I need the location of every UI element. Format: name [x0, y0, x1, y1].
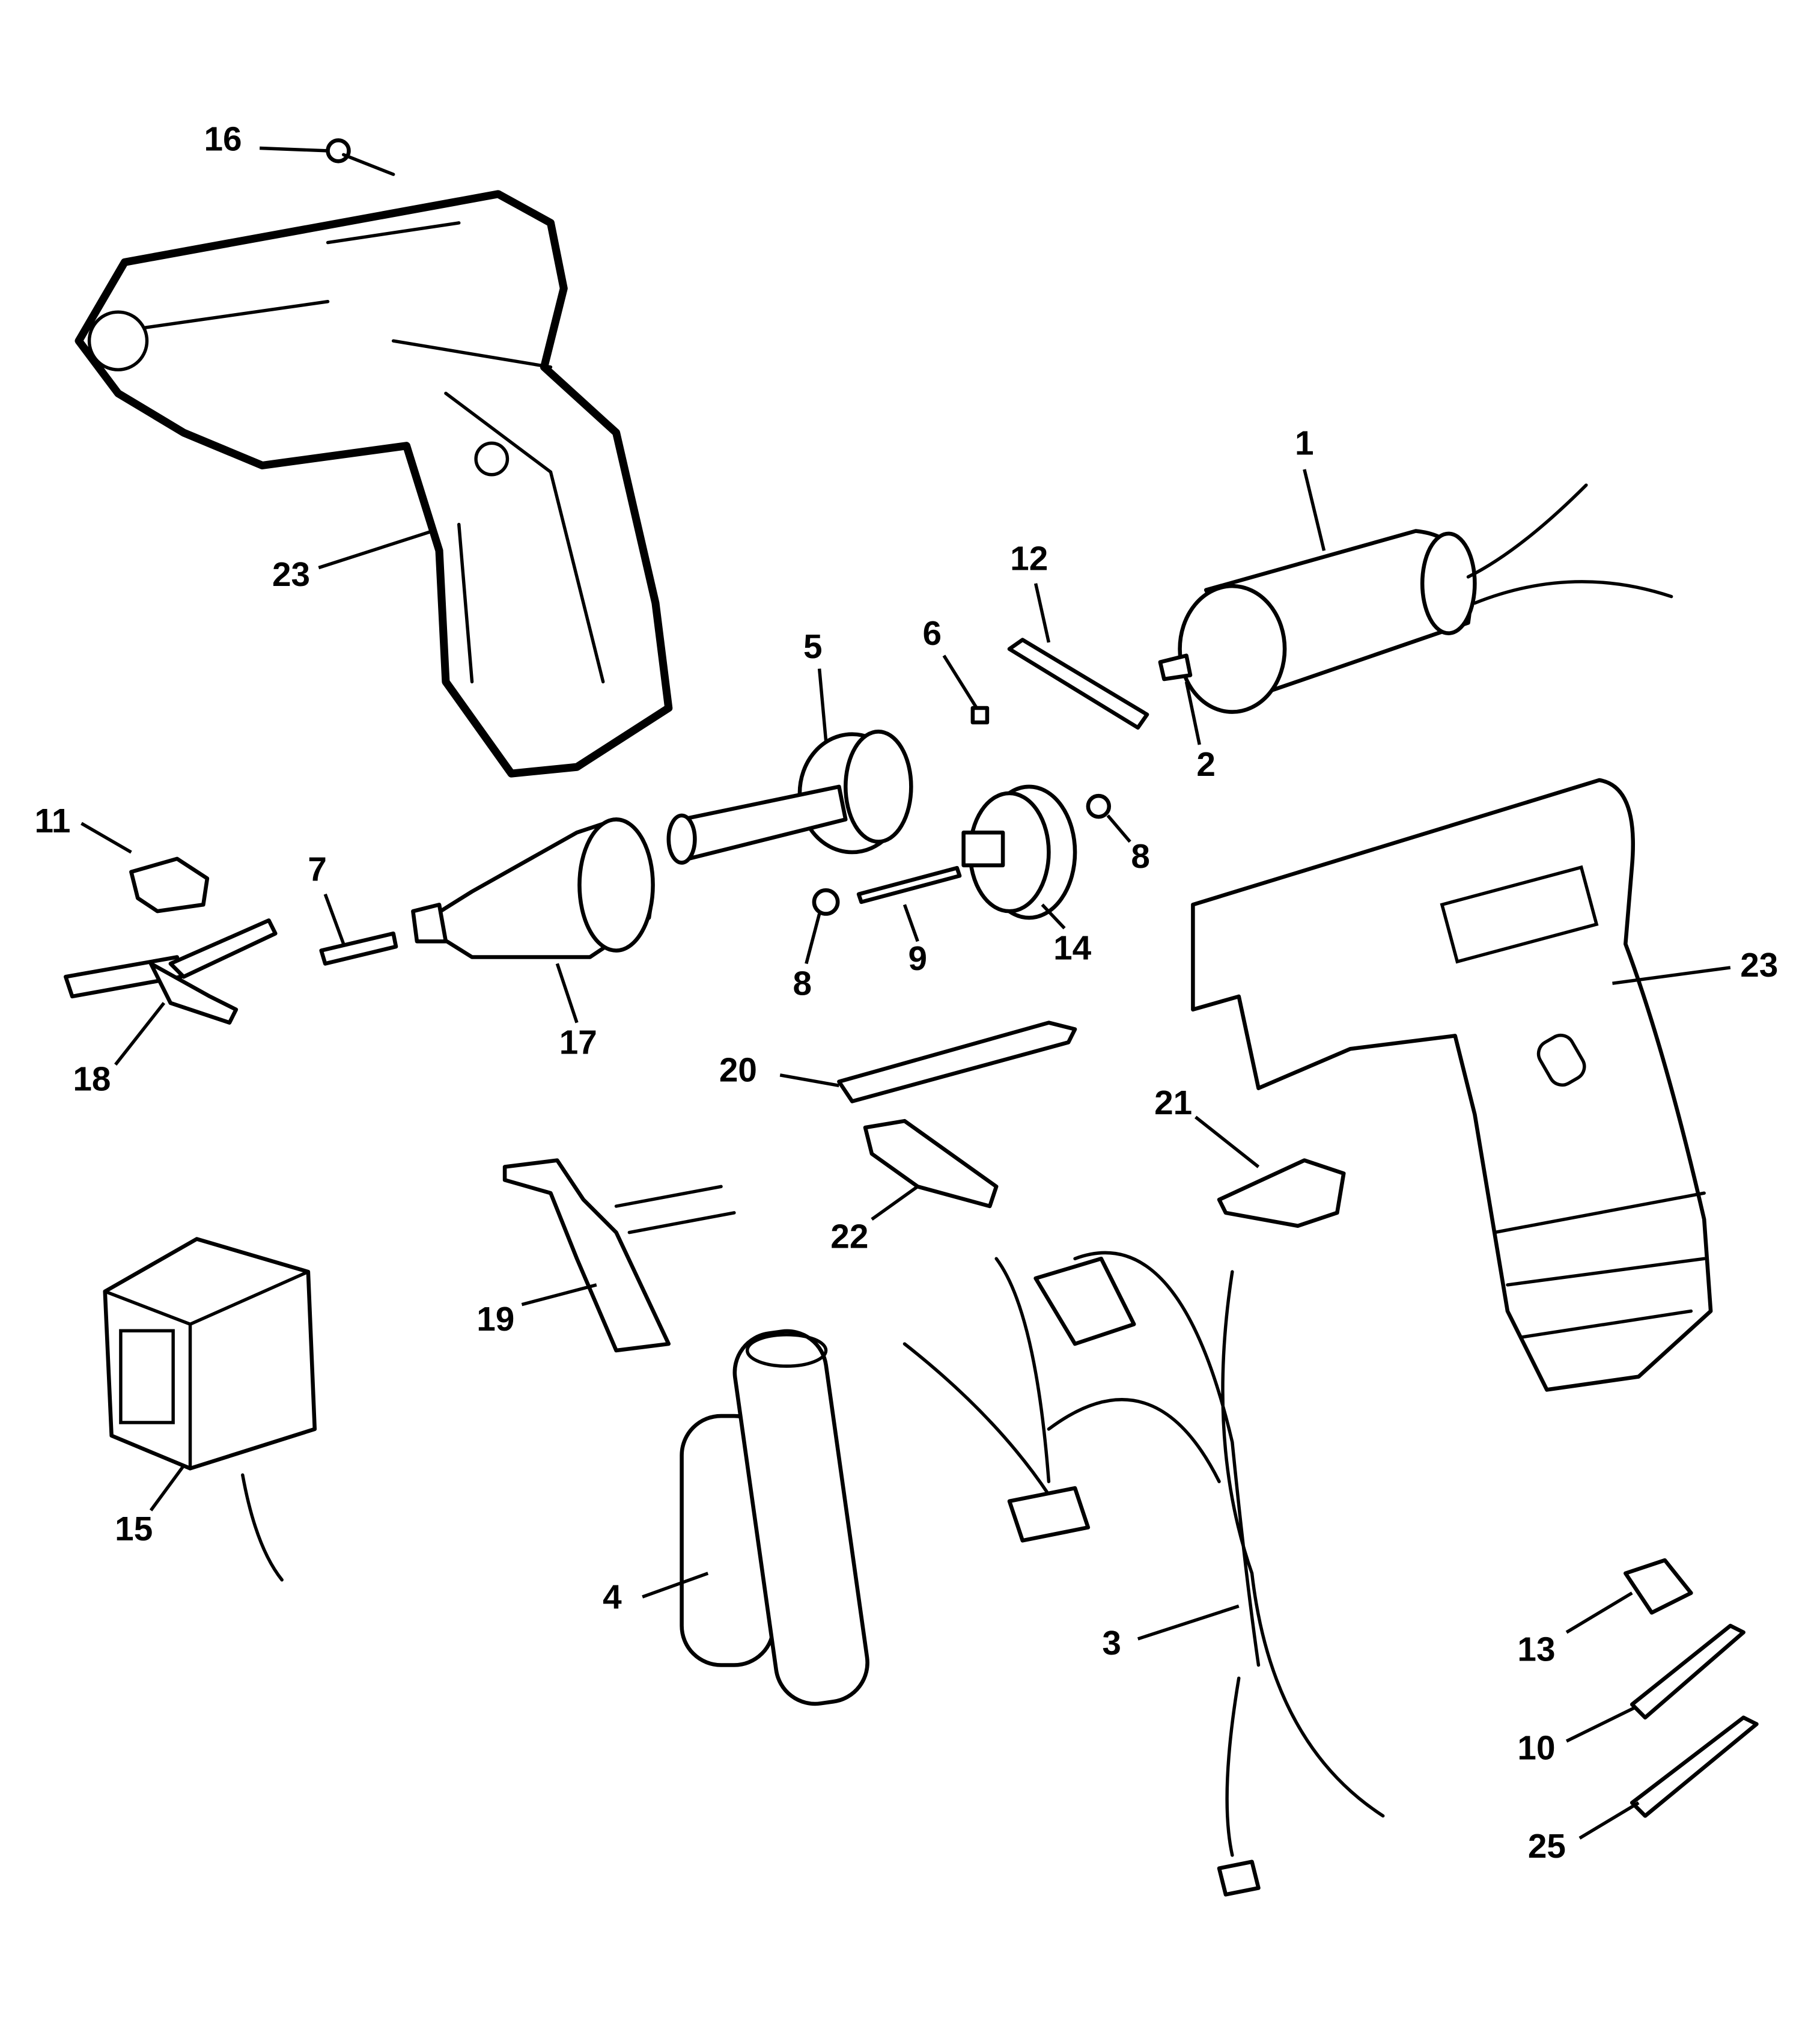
label-21: 21 [1154, 1084, 1192, 1122]
contact-22 [863, 1118, 999, 1209]
ball-8b [812, 888, 840, 916]
spindle-gear-5 [666, 730, 913, 865]
wiring-harness-3 [902, 1251, 1385, 1897]
label-18: 18 [73, 1061, 111, 1099]
chuck-17 [411, 817, 655, 959]
label-25: 25 [1528, 1828, 1566, 1866]
screw-16 [326, 138, 395, 176]
screw-7 [319, 931, 398, 966]
switch-plate-20 [837, 1020, 1077, 1103]
bit-25 [1630, 1715, 1759, 1818]
label-19: 19 [476, 1301, 514, 1338]
label-23-left: 23 [272, 556, 310, 594]
charger-15 [103, 1237, 317, 1582]
leader-lines [81, 146, 1731, 1840]
label-9: 9 [908, 940, 927, 978]
label-3: 3 [1102, 1625, 1121, 1662]
nut-6 [970, 706, 990, 725]
bit-10 [1630, 1623, 1745, 1720]
clip-11 [129, 856, 210, 914]
chuck-key-18 [64, 918, 278, 1025]
label-7: 7 [308, 851, 327, 889]
housing-left-half [75, 190, 673, 778]
label-13: 13 [1517, 1631, 1555, 1669]
label-5: 5 [803, 628, 823, 666]
battery-pack-4 [680, 1329, 869, 1706]
assembled-drill [1191, 778, 1713, 1392]
trigger-19 [502, 1158, 671, 1353]
label-8b: 8 [793, 965, 812, 1002]
label-6: 6 [922, 615, 942, 653]
label-1: 1 [1295, 425, 1314, 463]
part-labels: 16 23 1 12 6 5 2 11 7 8 8 9 14 23 18 17 … [34, 121, 1778, 1866]
label-17: 17 [559, 1024, 597, 1062]
label-22: 22 [830, 1218, 868, 1256]
label-8a: 8 [1131, 838, 1150, 876]
label-4: 4 [603, 1578, 622, 1616]
motor [1158, 483, 1673, 714]
label-10: 10 [1517, 1729, 1555, 1767]
brush-12 [1007, 638, 1149, 730]
label-16: 16 [204, 121, 242, 159]
pin-9 [856, 865, 962, 905]
label-15: 15 [115, 1510, 153, 1548]
label-14: 14 [1053, 930, 1092, 968]
label-12: 12 [1010, 540, 1048, 578]
bracket-21 [1217, 1158, 1346, 1228]
label-23-right: 23 [1740, 947, 1778, 984]
ball-8a [1086, 793, 1112, 819]
gear-14 [961, 784, 1077, 920]
bit-holder-13 [1624, 1558, 1693, 1615]
label-11: 11 [34, 802, 70, 840]
label-20: 20 [719, 1051, 757, 1089]
label-2: 2 [1196, 746, 1216, 784]
